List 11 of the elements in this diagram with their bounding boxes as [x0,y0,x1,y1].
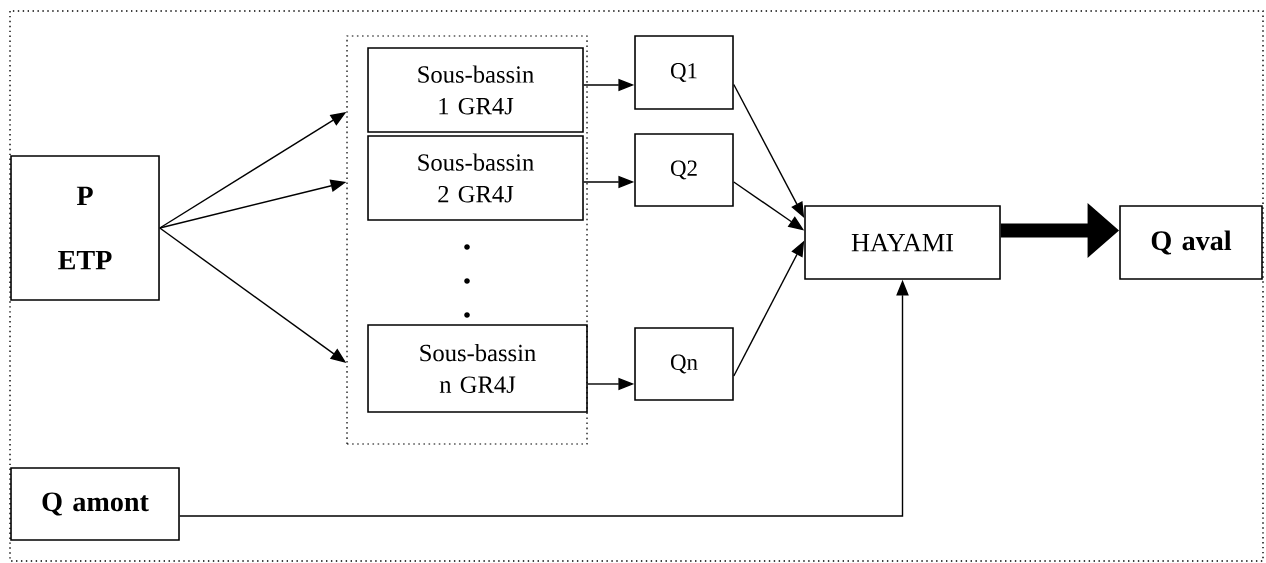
flow-box: Qn [634,327,734,401]
model-box: Sous-bassin 2 GR4J [367,135,584,221]
model-box: Sous-bassin n GR4J [367,324,588,413]
flow-box: Q1 [634,35,734,110]
routing-box: HAYAMI [804,205,1001,280]
flow-box: Q2 [634,133,734,207]
model-box: Sous-bassin 1 GR4J [367,47,584,133]
input-box: P ETP [10,155,160,301]
group-box [346,35,588,445]
output-box: Q aval [1119,205,1263,280]
input-box: Q amont [10,467,180,541]
